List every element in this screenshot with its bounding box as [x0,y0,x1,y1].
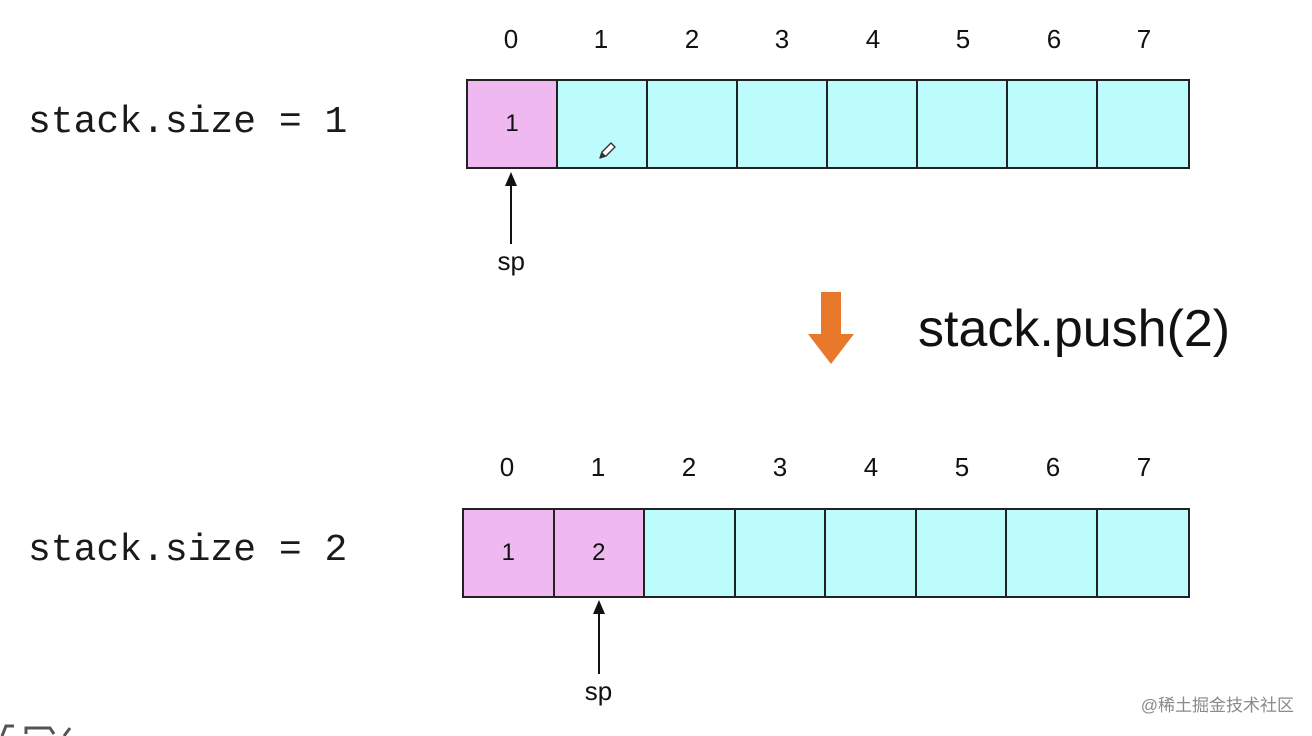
watermark: @稀土掘金技术社区 [1140,696,1294,715]
bottom-cell-2 [645,510,736,596]
top-sp-label: sp [497,246,525,276]
bottom-cell-5 [916,510,1007,596]
bottom-cell-6 [1007,510,1098,596]
top-cell-4 [828,81,918,167]
down-arrow-icon [808,292,854,364]
top-cell-5 [918,81,1008,167]
up-arrow-icon [592,600,605,674]
bottom-sp-label: sp [584,676,613,706]
top-index-4: 4 [865,24,881,54]
top-index-1: 1 [593,24,609,54]
top-index-5: 5 [955,24,971,54]
up-arrow-icon [505,172,518,244]
bottom-cell-0: 1 [464,510,555,596]
bottom-index-3: 3 [772,452,788,482]
top-cell-0: 1 [468,81,558,167]
bottom-index-5: 5 [954,452,970,482]
top-cell-7 [1098,81,1188,167]
edge-scribble-icon [0,724,72,736]
top-stack-array: 1 [466,79,1190,169]
bottom-index-1: 1 [590,452,606,482]
bottom-index-7: 7 [1136,452,1152,482]
bottom-index-4: 4 [863,452,879,482]
bottom-size-label: stack.size = 2 [28,529,348,572]
bottom-index-0: 0 [499,452,515,482]
bottom-index-row: 0 1 2 3 4 5 6 7 [462,452,1190,482]
top-index-7: 7 [1136,24,1152,54]
bottom-cell-4 [826,510,917,596]
pencil-cursor-icon [599,142,616,159]
bottom-cell-1: 2 [554,510,645,596]
push-operation-label: stack.push(2) [918,300,1231,358]
bottom-index-6: 6 [1045,452,1061,482]
top-sp-pointer: sp [491,170,531,276]
top-index-3: 3 [774,24,790,54]
bottom-index-2: 2 [681,452,697,482]
top-index-row: 0 1 2 3 4 5 6 7 [466,24,1190,54]
bottom-stack-array: 1 2 [462,508,1190,598]
top-size-label: stack.size = 1 [28,101,348,144]
top-index-2: 2 [684,24,700,54]
top-index-0: 0 [503,24,519,54]
bottom-cell-3 [735,510,826,596]
top-cell-3 [738,81,828,167]
bottom-sp-pointer: sp [579,598,619,706]
top-index-6: 6 [1046,24,1062,54]
top-cell-6 [1008,81,1098,167]
top-cell-2 [648,81,738,167]
bottom-cell-7 [1097,510,1188,596]
